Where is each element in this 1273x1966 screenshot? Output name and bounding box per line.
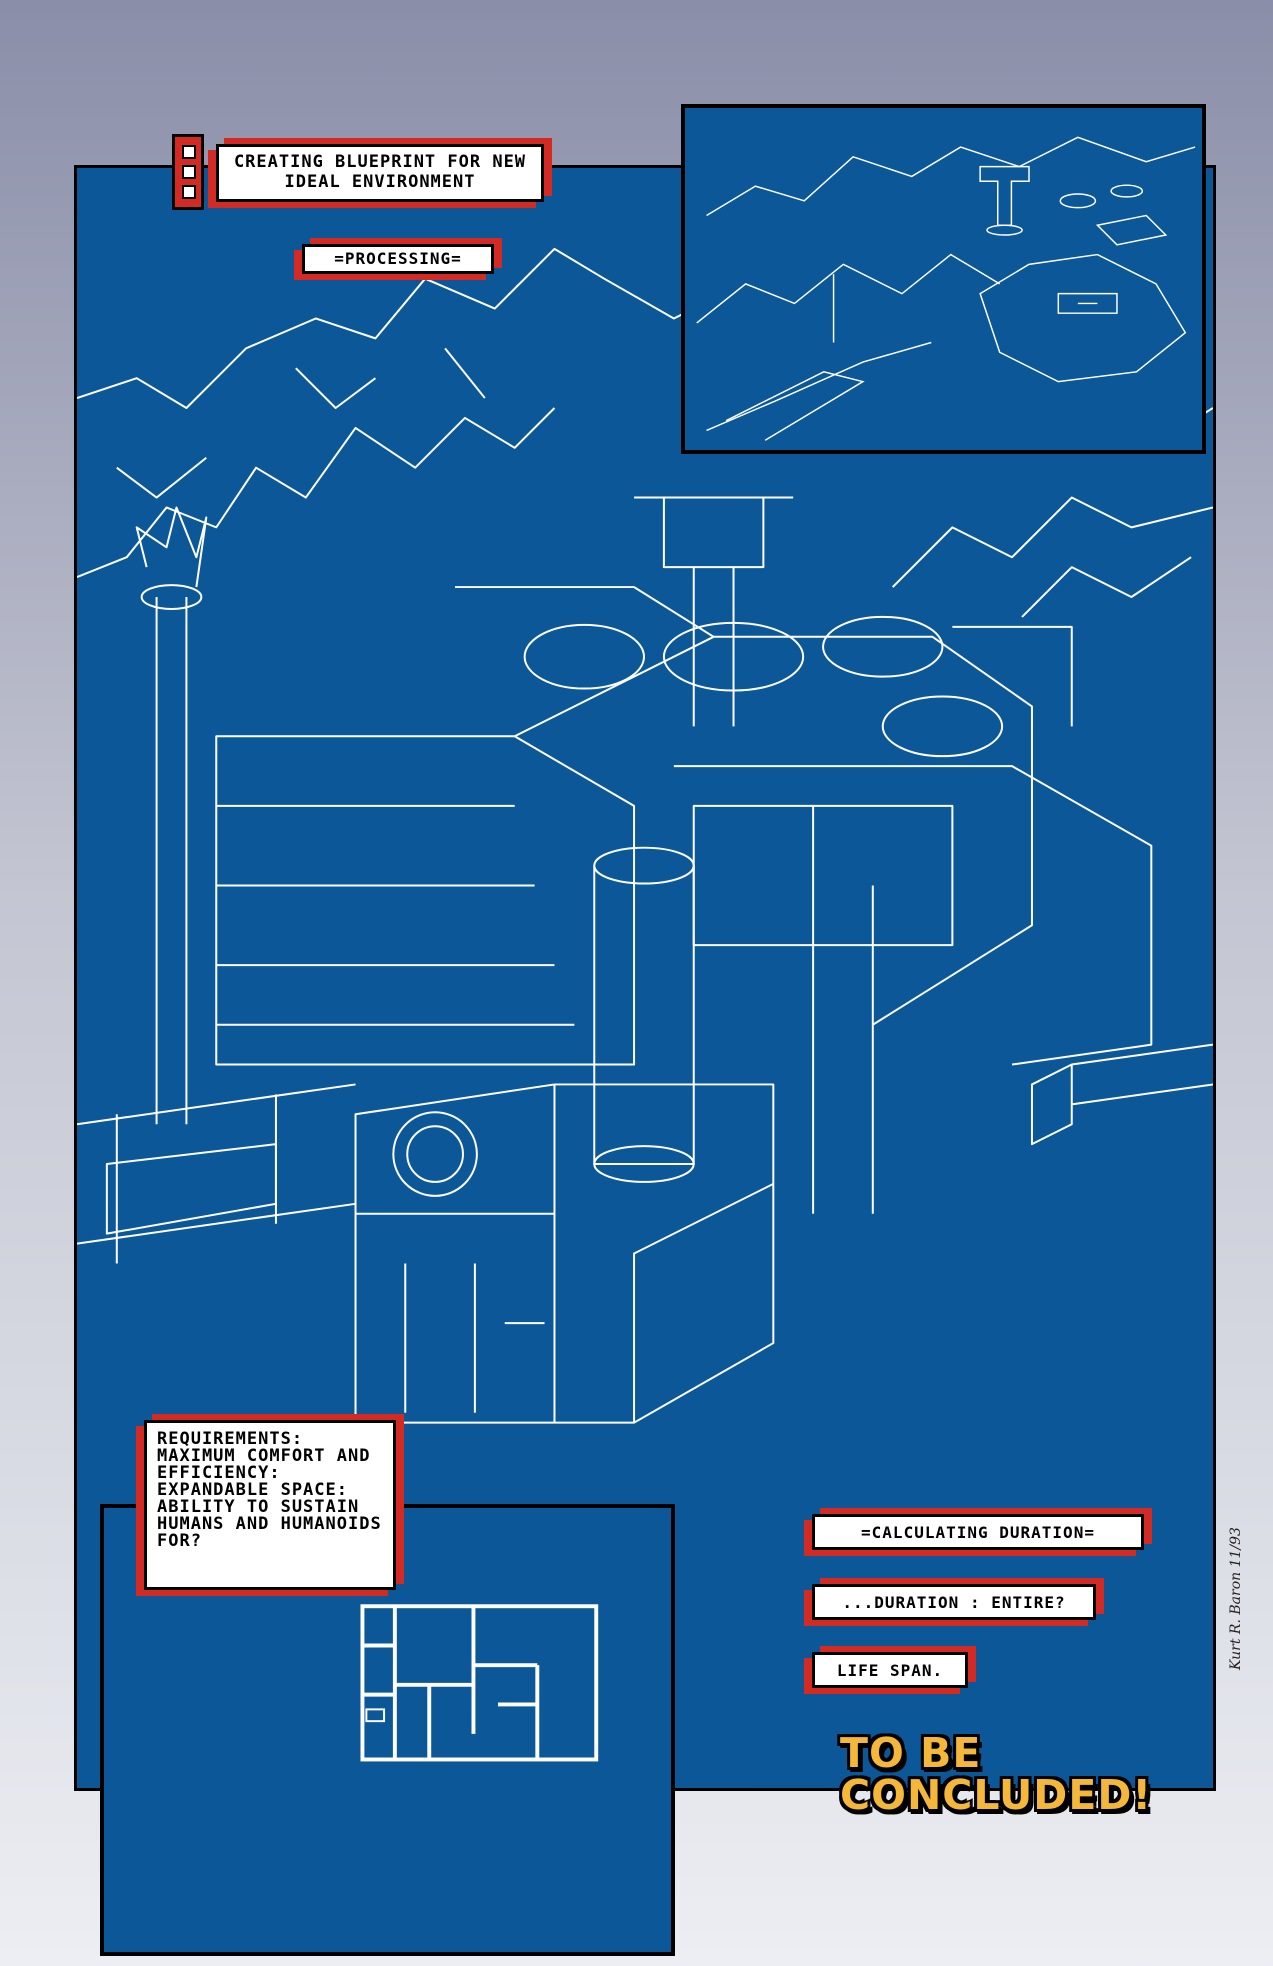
terrain-aerial-drawing <box>696 136 1196 441</box>
to-be-concluded-title: To be concluded! <box>840 1729 1153 1819</box>
tube-and-tower-lines <box>77 506 1213 1264</box>
caption-creating-blueprint: Creating blueprint for new ideal environ… <box>216 144 544 202</box>
mountain-range-lines <box>77 247 1213 618</box>
filmstrip-icon <box>172 134 204 210</box>
caption-duration-entire: ...Duration : Entire? <box>812 1584 1096 1620</box>
habitat-structure-lines <box>215 496 1153 1214</box>
caption-requirements: Requirements: Maximum comfort and effici… <box>144 1420 396 1590</box>
base-blueprint-drawing <box>77 247 1213 1424</box>
caption-calculating-duration: =Calculating duration= <box>812 1514 1144 1550</box>
caption-processing: =Processing= <box>302 244 494 274</box>
lower-module-lines <box>354 1083 775 1424</box>
floor-plan-drawing <box>360 1604 599 1762</box>
artist-signature: Kurt R. Baron 11/93 <box>1228 1527 1244 1670</box>
caption-life-span: Life span. <box>812 1652 968 1688</box>
terrain-inset-panel <box>681 104 1206 454</box>
